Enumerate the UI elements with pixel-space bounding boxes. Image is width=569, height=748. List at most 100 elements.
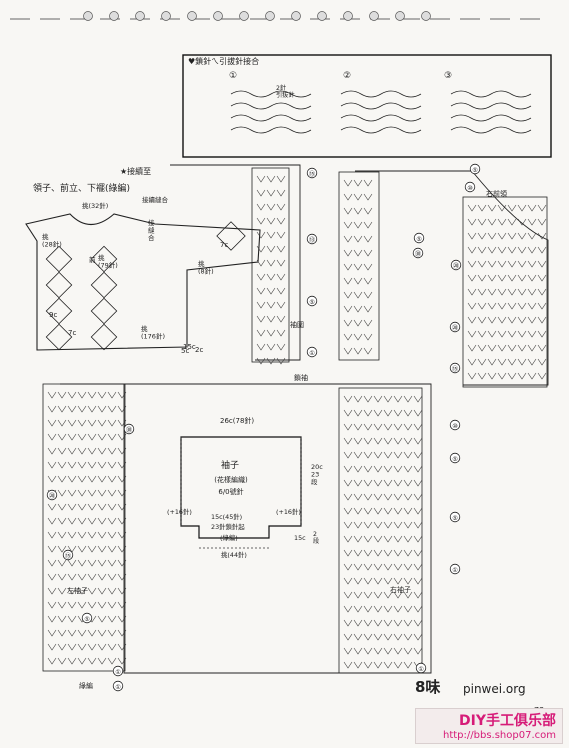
left-lower-panel-stitch — [97, 643, 107, 651]
left-lower-panel-stitch — [87, 461, 97, 469]
inset-stitch — [230, 90, 312, 98]
left-lower-panel-stitch — [67, 559, 77, 567]
right-front-panel-stitch — [527, 316, 537, 324]
left-lower-panel-stitch — [67, 503, 77, 511]
right-front-panel-stitch — [497, 288, 507, 296]
right-lower-panel-stitch — [373, 577, 383, 585]
right-front-panel-stitch — [527, 204, 537, 212]
diamond-motif — [90, 245, 118, 273]
right-lower-panel-stitch — [343, 409, 353, 417]
right-front-panel-stitch — [517, 316, 527, 324]
right-front-panel-stitch — [497, 330, 507, 338]
right-lower-panel-stitch — [363, 549, 373, 557]
right-lower-panel-stitch — [373, 605, 383, 613]
right-front-panel-stitch — [527, 330, 537, 338]
center-right-column-stitch — [353, 291, 363, 299]
left-lower-panel-stitch — [107, 615, 117, 623]
center-right-column-stitch — [363, 193, 373, 201]
left-lower-panel-stitch — [77, 405, 87, 413]
right-front-panel-stitch — [487, 232, 497, 240]
decor-icon — [109, 11, 119, 21]
center-left-column-stitch — [266, 231, 276, 239]
right-lower-panel-stitch — [373, 493, 383, 501]
right-front-panel-stitch — [487, 302, 497, 310]
right-lower-panel-stitch — [403, 409, 413, 417]
decor-icon — [135, 11, 145, 21]
sleeve-bottom-1: 15c(45針) — [211, 512, 242, 521]
right-lower-panel-stitch — [353, 465, 363, 473]
center-left-column-stitch — [266, 245, 276, 253]
right-lower-panel-stitch — [393, 591, 403, 599]
left-lower-panel-stitch — [107, 419, 117, 427]
center-right-column-stitch — [363, 207, 373, 215]
right-lower-panel-stitch — [393, 423, 403, 431]
center-left-column-stitch — [276, 175, 286, 183]
right-front-panel-stitch — [517, 344, 527, 352]
left-lower-panel-stitch — [67, 419, 77, 427]
right-lower-panel-stitch — [373, 633, 383, 641]
right-front-panel-stitch — [507, 232, 517, 240]
left-lower-panel-stitch — [57, 643, 67, 651]
right-lower-panel-stitch — [343, 549, 353, 557]
right-front-panel-stitch — [487, 260, 497, 268]
right-front-panel-stitch — [477, 372, 487, 380]
decor-icon — [369, 11, 379, 21]
right-front-panel-stitch — [507, 246, 517, 254]
right-lower-panel-stitch — [343, 479, 353, 487]
left-lower-panel-stitch — [87, 545, 97, 553]
right-front-panel-stitch — [537, 274, 547, 282]
right-lower-panel-stitch — [383, 619, 393, 627]
left-lower-panel-stitch — [67, 601, 77, 609]
step-number: ② — [343, 71, 351, 81]
sleeve-bottom-3: (綠編) — [220, 533, 238, 542]
right-lower-panel-stitch — [383, 465, 393, 473]
right-front-panel-stitch — [527, 274, 537, 282]
right-lower-panel-stitch — [343, 493, 353, 501]
right-front-panel-stitch — [477, 232, 487, 240]
right-front-panel-stitch — [517, 274, 527, 282]
row-marker-text: ⑮ — [309, 170, 315, 178]
right-lower-panel-stitch — [393, 507, 403, 515]
right-lower-panel-stitch — [393, 437, 403, 445]
right-front-panel-stitch — [477, 274, 487, 282]
right-lower-panel-stitch — [403, 521, 413, 529]
right-front-panel-stitch — [537, 218, 547, 226]
gauge-9: 9c — [49, 311, 57, 319]
right-lower-panel-stitch — [363, 591, 373, 599]
right-sleeve-label: 右袖子 — [390, 585, 411, 594]
right-front-panel-stitch — [467, 218, 477, 226]
right-lower-panel-stitch — [383, 423, 393, 431]
center-left-column-stitch — [256, 217, 266, 225]
left-lower-panel-stitch — [67, 531, 77, 539]
left-lower-panel-stitch — [97, 657, 107, 665]
right-lower-panel-stitch — [373, 619, 383, 627]
right-front-panel-stitch — [537, 260, 547, 268]
center-left-column-stitch — [266, 273, 276, 281]
right-lower-panel-stitch — [393, 395, 403, 403]
right-lower-panel-stitch — [413, 423, 423, 431]
right-lower-panel-stitch — [393, 577, 403, 585]
left-lower-panel-stitch — [67, 475, 77, 483]
left-lower-panel-stitch — [77, 657, 87, 665]
left-lower-panel-stitch — [47, 573, 57, 581]
right-front-panel-stitch — [487, 330, 497, 338]
right-front-panel-stitch — [517, 204, 527, 212]
center-right-column-stitch — [363, 319, 373, 327]
right-lower-panel-stitch — [373, 437, 383, 445]
right-front-panel-stitch — [497, 358, 507, 366]
row-marker-text: ⑩ — [452, 423, 458, 430]
right-front-panel-stitch — [517, 232, 527, 240]
left-lower-panel-stitch — [57, 573, 67, 581]
left-lower-panel-stitch — [97, 559, 107, 567]
right-front-panel-stitch — [487, 218, 497, 226]
right-front-panel-stitch — [527, 246, 537, 254]
left-lower-panel-stitch — [107, 657, 117, 665]
left-lower-panel-stitch — [57, 601, 67, 609]
left-lower-panel-stitch — [117, 531, 127, 539]
center-left-column-stitch — [256, 329, 266, 337]
right-lower-panel-stitch — [363, 465, 373, 473]
left-lower-panel-stitch — [77, 461, 87, 469]
center-left-column-stitch — [256, 315, 266, 323]
